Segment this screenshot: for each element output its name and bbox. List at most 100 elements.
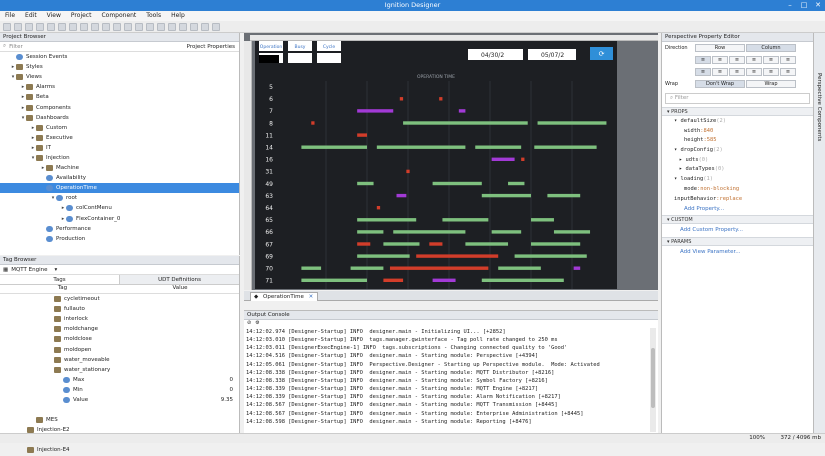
prop-row[interactable]: ▾ loading(1)	[674, 176, 813, 186]
maximize-icon[interactable]: □	[800, 1, 808, 9]
perspective-components-tab[interactable]: Perspective Components	[816, 73, 822, 142]
expand-arrow-icon[interactable]: ▸	[31, 144, 35, 151]
menu-tools[interactable]: Tools	[146, 12, 162, 19]
top-button[interactable]	[288, 41, 312, 51]
top-button[interactable]	[259, 41, 283, 51]
add-custom-row[interactable]: Add Custom Property...	[662, 224, 813, 237]
expand-arrow-icon[interactable]: ▸	[21, 84, 25, 91]
justify-align-icon[interactable]: ≡	[746, 68, 762, 76]
clear-icon[interactable]: ⊘	[247, 320, 252, 326]
paste-icon[interactable]	[47, 22, 55, 31]
prop-row[interactable]: height:585	[674, 137, 813, 147]
wrap-option[interactable]: Don't Wrap	[695, 80, 745, 88]
distribute-icon[interactable]	[190, 22, 198, 31]
tree-item[interactable]: ▸FlexContainer_0	[0, 214, 239, 224]
tree-item[interactable]: ▸Styles	[0, 62, 239, 72]
save-icon[interactable]	[3, 22, 11, 31]
justify-align-icon[interactable]: ≡	[695, 68, 711, 76]
justify-align-icon[interactable]: ≡	[729, 68, 745, 76]
expand-arrow-icon[interactable]: ▾	[11, 74, 15, 81]
zoom-actual-icon[interactable]	[146, 22, 154, 31]
align-right-icon[interactable]	[179, 22, 187, 31]
close-icon[interactable]: ✕	[815, 1, 821, 9]
tree-item[interactable]: ▸Alarms	[0, 82, 239, 92]
expand-arrow-icon[interactable]: ▾	[21, 114, 25, 121]
expand-arrow-icon[interactable]: ▸	[21, 94, 25, 101]
tag-row[interactable]: Injection-E4	[0, 445, 239, 455]
zoom-out-icon[interactable]	[124, 22, 132, 31]
menu-project[interactable]: Project	[70, 12, 92, 19]
tree-item[interactable]: OperationTime	[0, 183, 239, 194]
menu-help[interactable]: Help	[171, 12, 185, 19]
tab-operationtime[interactable]: ◆ OperationTime ✕	[250, 292, 319, 301]
preview-icon[interactable]	[91, 22, 99, 31]
tree-item[interactable]: ▾Injection	[0, 153, 239, 163]
tree-item[interactable]: ▾root	[0, 193, 239, 203]
tree-item[interactable]: ▸Components	[0, 102, 239, 112]
direction-option[interactable]: Column	[746, 44, 796, 52]
prop-row[interactable]: ▸ udts(0)	[674, 157, 813, 167]
copy-icon[interactable]	[36, 22, 44, 31]
expand-arrow-icon[interactable]: ▸	[41, 165, 45, 172]
tag-provider-select[interactable]: ▦ MQTT Engine ▾	[0, 265, 239, 275]
tree-item[interactable]: Performance	[0, 224, 239, 234]
send-back-icon[interactable]	[212, 22, 220, 31]
project-properties-link[interactable]: Project Properties	[186, 43, 235, 50]
refresh-button[interactable]	[590, 47, 613, 60]
filter-console-icon[interactable]: ⚙	[255, 320, 260, 326]
items-align-icon[interactable]: ≡	[780, 56, 796, 64]
redo-icon[interactable]	[69, 22, 77, 31]
add-param-link[interactable]: Add View Parameter...	[680, 249, 741, 256]
property-filter[interactable]: ⌕ Filter	[665, 93, 810, 104]
tree-item[interactable]: ▸IT	[0, 143, 239, 153]
tree-item[interactable]: Session Events	[0, 52, 239, 62]
zoom-in-icon[interactable]	[113, 22, 121, 31]
tab-tags[interactable]: Tags	[0, 275, 120, 284]
add-property-link[interactable]: Add Property...	[684, 206, 725, 213]
tag-row[interactable]: MES	[0, 415, 239, 425]
items-align-icon[interactable]: ≡	[729, 56, 745, 64]
date-from-field[interactable]	[468, 49, 523, 60]
custom-section[interactable]: ▾ CUSTOM	[662, 215, 813, 225]
prop-row[interactable]: ▸ dataTypes(0)	[674, 166, 813, 176]
console-scroll-thumb[interactable]	[651, 348, 655, 408]
tree-item[interactable]: ▾Views	[0, 72, 239, 82]
props-section[interactable]: ▾ PROPS	[662, 107, 813, 116]
expand-arrow-icon[interactable]: ▸	[31, 134, 35, 141]
tag-row[interactable]: moldclose	[0, 334, 239, 344]
expand-arrow-icon[interactable]: ▾	[31, 154, 35, 161]
wrap-option[interactable]: Wrap	[746, 80, 796, 88]
expand-arrow-icon[interactable]: ▸	[21, 104, 25, 111]
prop-row[interactable]: ▾ defaultSize(2)	[674, 118, 813, 128]
add-custom-link[interactable]: Add Custom Property...	[680, 227, 743, 234]
tag-row[interactable]: water_moveable	[0, 355, 239, 365]
tag-row[interactable]: fullauto	[0, 304, 239, 314]
prop-row[interactable]: ▾ dropConfig(2)	[674, 147, 813, 157]
items-align-icon[interactable]: ≡	[712, 56, 728, 64]
align-center-icon[interactable]	[168, 22, 176, 31]
top-button-lower[interactable]	[317, 53, 341, 63]
tag-row[interactable]: Injection-E2	[0, 425, 239, 435]
minimize-icon[interactable]: –	[788, 1, 792, 9]
tab-close-icon[interactable]: ✕	[308, 294, 314, 300]
zoom-fit-icon[interactable]	[135, 22, 143, 31]
snap-icon[interactable]	[80, 22, 88, 31]
expand-arrow-icon[interactable]: ▸	[61, 205, 65, 212]
expand-arrow-icon[interactable]: ▾	[51, 195, 55, 202]
tag-row[interactable]: moldopen	[0, 344, 239, 354]
items-align-icon[interactable]: ≡	[695, 56, 711, 64]
console-scrollbar[interactable]	[650, 328, 656, 432]
tree-item[interactable]: ▸colContMenu	[0, 203, 239, 213]
prop-row[interactable]: inputBehavior:replace	[674, 196, 813, 206]
tag-row[interactable]	[0, 405, 239, 415]
tree-item[interactable]: ▸Executive	[0, 133, 239, 143]
justify-align-icon[interactable]: ≡	[780, 68, 796, 76]
menu-file[interactable]: File	[5, 12, 16, 19]
justify-align-icon[interactable]: ≡	[712, 68, 728, 76]
prop-row[interactable]: mode:non-blocking	[674, 186, 813, 196]
expand-arrow-icon[interactable]: ▸	[11, 64, 15, 71]
menu-view[interactable]: View	[46, 12, 61, 19]
